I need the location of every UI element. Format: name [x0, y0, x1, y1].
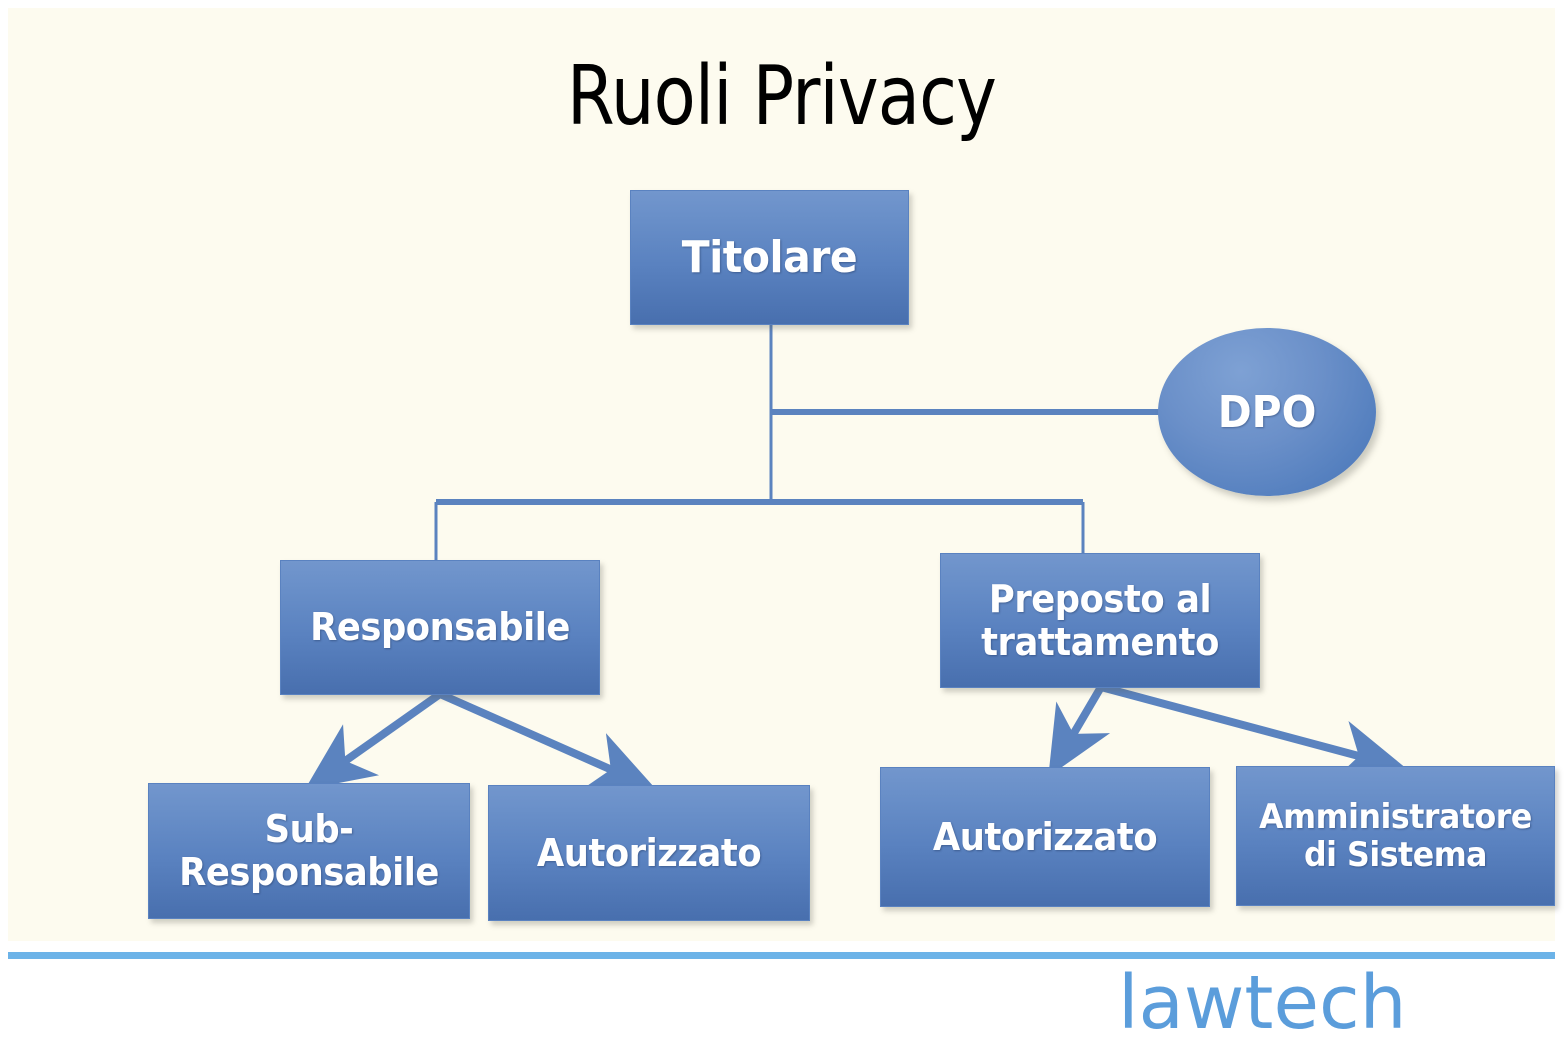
node-autorizzato-sinistra[interactable]: Autorizzato: [488, 785, 810, 921]
node-sub-responsabile-label-line1: Sub-: [264, 807, 354, 852]
edge-responsabile-autorizzato: [438, 690, 657, 791]
node-autorizzato-destra[interactable]: Autorizzato: [880, 767, 1210, 907]
slide-canvas: Ruoli Privacy Titolare DPO: [8, 8, 1555, 941]
node-amministratore-label-line1: Amministratore: [1259, 796, 1532, 837]
edge-preposto-autorizzato: [1048, 684, 1111, 777]
node-responsabile[interactable]: Responsabile: [280, 560, 600, 695]
node-sub-responsabile-label-line2: Responsabile: [179, 850, 439, 894]
node-autorizzato-sinistra-label: Autorizzato: [536, 830, 762, 875]
node-dpo-label: DPO: [1217, 386, 1317, 438]
node-amministratore-label-line2: di Sistema: [1303, 835, 1488, 875]
edge-preposto-amministratore: [1099, 683, 1407, 782]
lawtech-logo: lawtech: [1118, 960, 1407, 1046]
footer-divider: [8, 952, 1555, 959]
node-autorizzato-destra-label: Autorizzato: [932, 814, 1158, 859]
edge-responsabile-subresponsabile: [304, 690, 443, 790]
node-responsabile-label: Responsabile: [310, 605, 570, 650]
node-dpo[interactable]: DPO: [1158, 328, 1376, 496]
node-amministratore-di-sistema[interactable]: Amministratore di Sistema: [1236, 766, 1555, 906]
node-sub-responsabile[interactable]: Sub- Responsabile: [148, 783, 470, 919]
node-titolare-label: Titolare: [681, 231, 858, 283]
node-titolare[interactable]: Titolare: [630, 190, 909, 325]
node-preposto-label-line2: trattamento: [981, 619, 1219, 664]
node-preposto-al-trattamento[interactable]: Preposto al trattamento: [940, 553, 1260, 688]
page-title: Ruoli Privacy: [566, 49, 997, 144]
node-preposto-label-line1: Preposto al: [988, 576, 1212, 621]
